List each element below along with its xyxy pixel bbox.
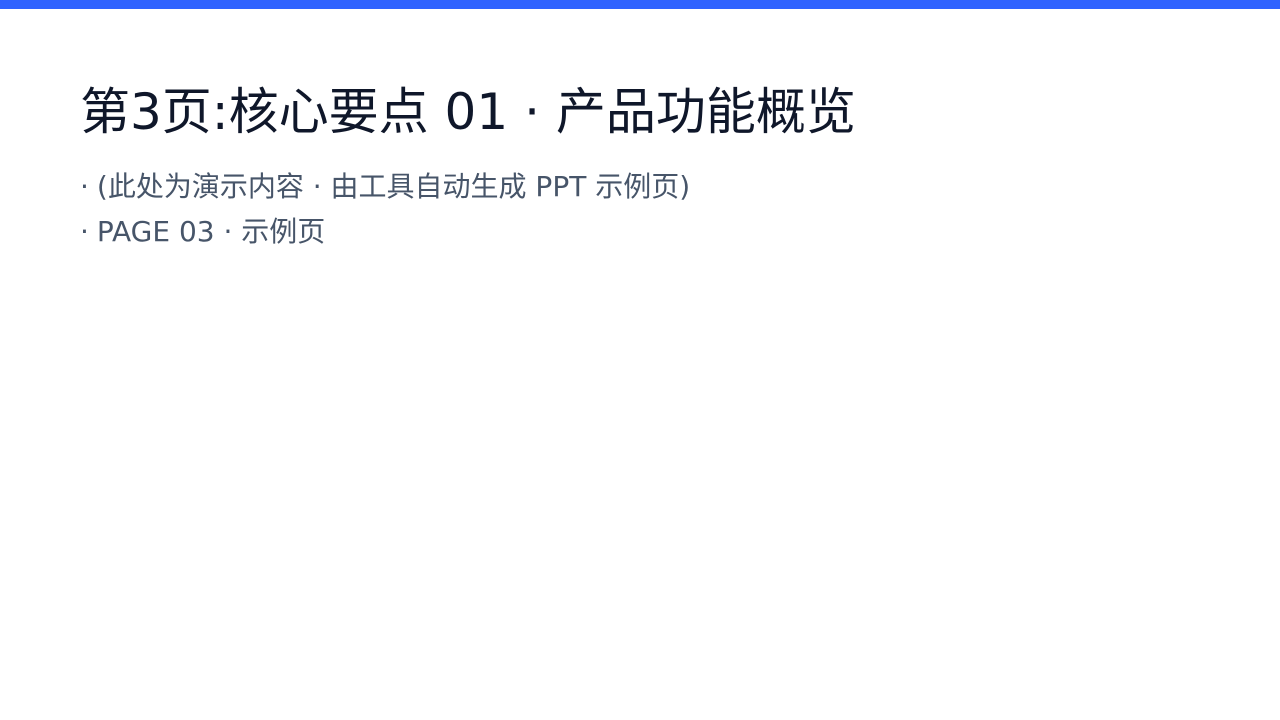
bullet-list: ·(此处为演示内容 · 由工具自动生成 PPT 示例页) ·PAGE 03 · … — [80, 164, 1200, 254]
bullet-item: ·PAGE 03 · 示例页 — [80, 209, 1200, 254]
slide-title: 第3页:核心要点 01 · 产品功能概览 — [80, 83, 856, 141]
bullet-marker: · — [80, 215, 89, 248]
bullet-item: ·(此处为演示内容 · 由工具自动生成 PPT 示例页) — [80, 164, 1200, 209]
top-accent-bar — [0, 0, 1280, 9]
bullet-text: (此处为演示内容 · 由工具自动生成 PPT 示例页) — [96, 170, 691, 203]
bullet-text: PAGE 03 · 示例页 — [96, 215, 326, 248]
slide-content: 第3页:核心要点 01 · 产品功能概览 ·(此处为演示内容 · 由工具自动生成… — [80, 82, 1200, 254]
bullet-marker: · — [80, 170, 89, 203]
